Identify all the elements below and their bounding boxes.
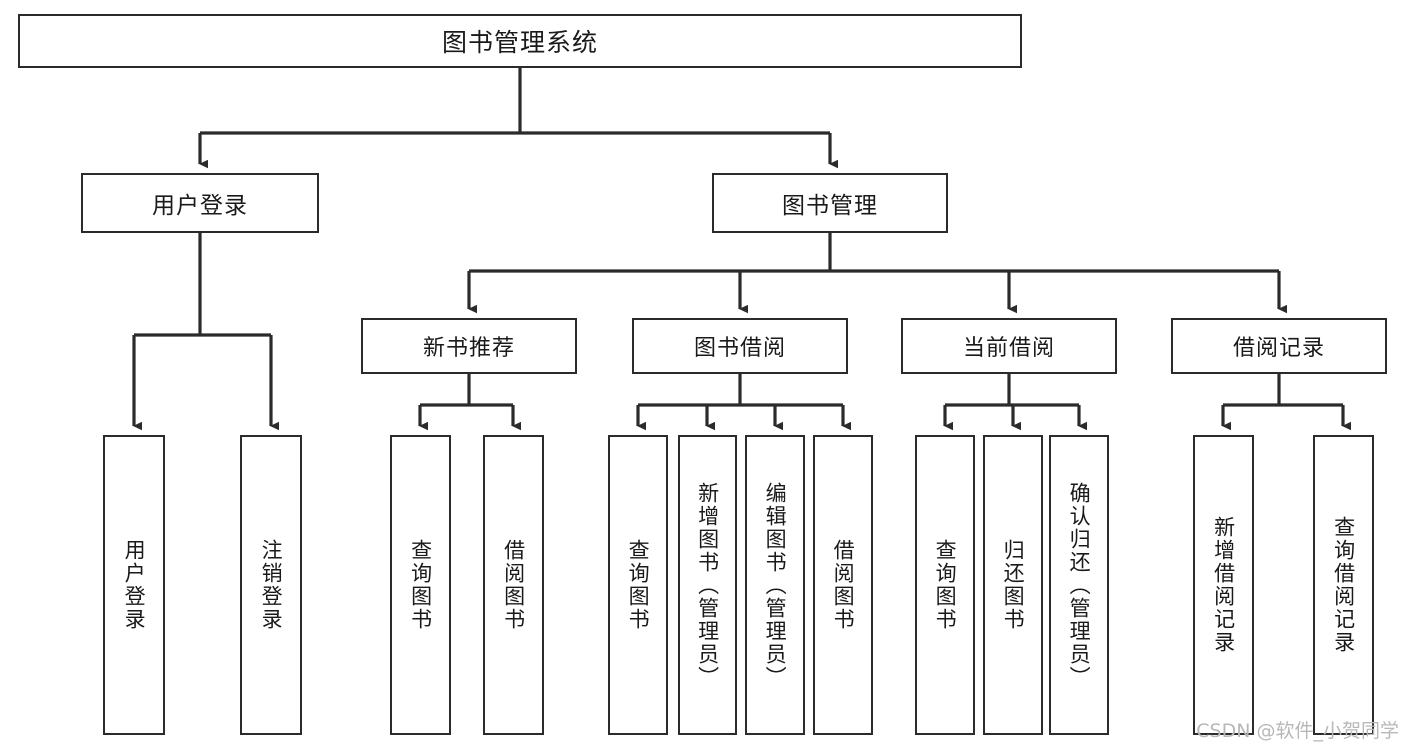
leaf-confirm-return-admin-label: 确认归还（管理员） bbox=[1067, 481, 1092, 689]
node-book-management-label: 图书管理 bbox=[782, 193, 878, 219]
node-user-login-label: 用户登录 bbox=[152, 193, 248, 219]
leaf-query-book-current[interactable]: 查询图书 bbox=[915, 435, 975, 735]
leaf-logout[interactable]: 注销登录 bbox=[240, 435, 302, 735]
leaf-query-book-recommend[interactable]: 查询图书 bbox=[390, 435, 451, 735]
leaf-borrow-book-label: 借阅图书 bbox=[831, 539, 856, 631]
leaf-add-borrow-record-label: 新增借阅记录 bbox=[1211, 516, 1236, 654]
node-borrow-record-label: 借阅记录 bbox=[1232, 336, 1325, 361]
leaf-borrow-book[interactable]: 借阅图书 bbox=[813, 435, 873, 735]
leaf-query-book-borrow-label: 查询图书 bbox=[626, 539, 651, 631]
node-borrow-record[interactable]: 借阅记录 bbox=[1171, 318, 1387, 374]
leaf-borrow-book-recommend-label: 借阅图书 bbox=[501, 539, 526, 631]
leaf-borrow-book-recommend[interactable]: 借阅图书 bbox=[483, 435, 544, 735]
node-root-label: 图书管理系统 bbox=[441, 28, 598, 57]
leaf-add-book-admin[interactable]: 新增图书（管理员） bbox=[678, 435, 737, 735]
node-new-book-recommend-label: 新书推荐 bbox=[422, 336, 515, 361]
leaf-return-book-label: 归还图书 bbox=[1001, 539, 1026, 631]
leaf-add-borrow-record[interactable]: 新增借阅记录 bbox=[1193, 435, 1254, 735]
leaf-logout-label: 注销登录 bbox=[259, 539, 284, 631]
node-book-borrow[interactable]: 图书借阅 bbox=[632, 318, 848, 374]
leaf-return-book[interactable]: 归还图书 bbox=[983, 435, 1043, 735]
leaf-query-book-recommend-label: 查询图书 bbox=[408, 539, 433, 631]
node-book-borrow-label: 图书借阅 bbox=[693, 336, 786, 361]
node-user-login[interactable]: 用户登录 bbox=[81, 173, 319, 233]
node-current-borrow[interactable]: 当前借阅 bbox=[901, 318, 1117, 374]
leaf-query-borrow-record-label: 查询借阅记录 bbox=[1331, 516, 1356, 654]
leaf-user-login[interactable]: 用户登录 bbox=[103, 435, 165, 735]
leaf-edit-book-admin[interactable]: 编辑图书（管理员） bbox=[745, 435, 805, 735]
csdn-watermark: CSDN @软件_小贺同学 bbox=[1196, 720, 1399, 742]
node-root[interactable]: 图书管理系统 bbox=[18, 14, 1022, 68]
leaf-add-book-admin-label: 新增图书（管理员） bbox=[695, 481, 720, 689]
leaf-query-book-current-label: 查询图书 bbox=[933, 539, 958, 631]
node-new-book-recommend[interactable]: 新书推荐 bbox=[361, 318, 577, 374]
leaf-user-login-label: 用户登录 bbox=[122, 539, 147, 631]
leaf-query-borrow-record[interactable]: 查询借阅记录 bbox=[1313, 435, 1374, 735]
leaf-edit-book-admin-label: 编辑图书（管理员） bbox=[763, 481, 788, 689]
leaf-query-book-borrow[interactable]: 查询图书 bbox=[608, 435, 668, 735]
node-current-borrow-label: 当前借阅 bbox=[962, 336, 1055, 361]
node-book-management[interactable]: 图书管理 bbox=[712, 173, 948, 233]
leaf-confirm-return-admin[interactable]: 确认归还（管理员） bbox=[1049, 435, 1109, 735]
